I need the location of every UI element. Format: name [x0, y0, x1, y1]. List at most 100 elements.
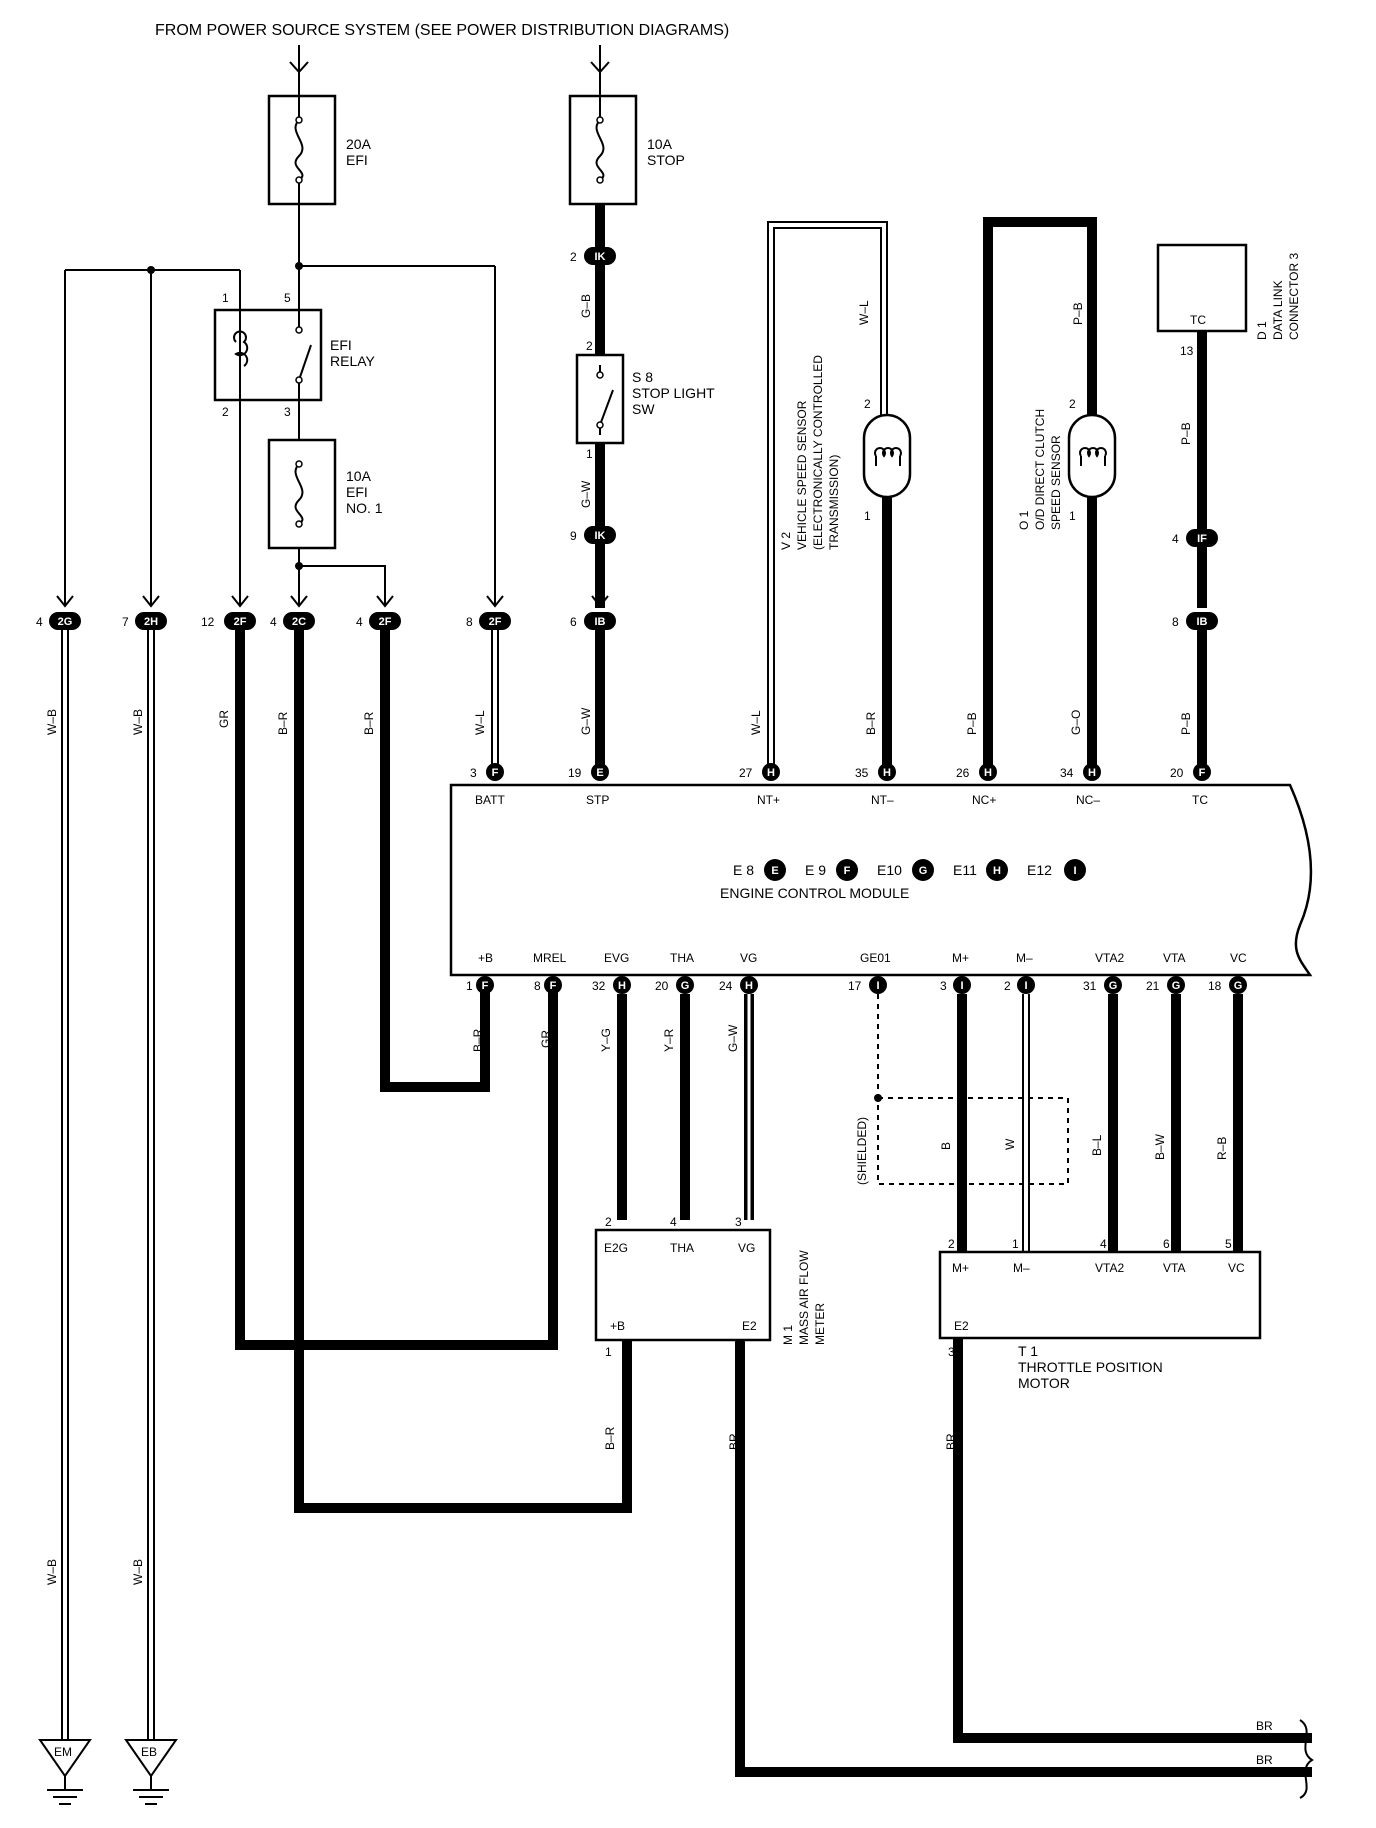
svg-text:E2G: E2G [604, 1241, 628, 1255]
svg-text:DATA LINK: DATA LINK [1271, 280, 1285, 340]
ecm-pin-stp: E 19 STP [568, 763, 609, 807]
svg-text:21: 21 [1146, 979, 1160, 993]
svg-text:P–B: P–B [1071, 302, 1085, 325]
svg-text:3: 3 [940, 979, 947, 993]
svg-text:IB: IB [1197, 616, 1208, 628]
svg-text:F: F [844, 865, 851, 877]
ecm-connector-legend: E 8 E E 9 F E10 G E11 H E12 I [733, 859, 1086, 881]
connector-2c: 2C 4 [270, 595, 315, 630]
svg-text:NT+: NT+ [757, 793, 780, 807]
svg-text:8: 8 [466, 615, 473, 629]
svg-text:W–L: W–L [857, 300, 871, 325]
svg-text:2F: 2F [489, 616, 502, 628]
svg-text:2: 2 [605, 1215, 612, 1229]
svg-text:GR: GR [217, 710, 231, 728]
svg-text:VTA: VTA [1163, 1261, 1185, 1275]
svg-text:M+: M+ [952, 951, 969, 965]
svg-text:W–L: W–L [473, 710, 487, 735]
ecm-pin-nt-minus: H 35 NT– [855, 763, 896, 807]
svg-text:3: 3 [470, 766, 477, 780]
svg-text:EVG: EVG [604, 951, 629, 965]
junction-if-tc: IF 4 [1172, 529, 1218, 547]
svg-text:W–B: W–B [131, 1559, 145, 1585]
mass-air-flow-meter: 2 4 3 E2G THA VG +B E2 1 5 M 1 MASS AIR … [594, 1215, 827, 1359]
svg-text:VG: VG [738, 1241, 755, 1255]
svg-text:W–B: W–B [45, 709, 59, 735]
svg-text:4: 4 [1100, 1237, 1107, 1251]
relay-name-2: RELAY [330, 353, 376, 369]
svg-text:VEHICLE SPEED SENSOR: VEHICLE SPEED SENSOR [795, 400, 809, 550]
svg-text:2H: 2H [144, 616, 158, 628]
svg-text:VTA: VTA [1163, 951, 1185, 965]
svg-text:H: H [1088, 767, 1096, 779]
fuse-10a-stop-rating: 10A [647, 136, 673, 152]
svg-text:F: F [550, 980, 557, 992]
svg-text:8: 8 [1172, 615, 1179, 629]
svg-text:8: 8 [534, 979, 541, 993]
svg-text:TC: TC [1192, 793, 1208, 807]
svg-text:3: 3 [284, 405, 291, 419]
junction-ib-stop: IB 6 [570, 595, 616, 630]
svg-text:6: 6 [1163, 1237, 1170, 1251]
ground-eb: EB [124, 1739, 178, 1805]
svg-text:B–R: B–R [603, 1426, 617, 1450]
svg-text:G: G [1172, 980, 1181, 992]
svg-text:BATT: BATT [475, 793, 505, 807]
svg-text:I: I [1024, 980, 1027, 992]
connector-2h: 2H 7 [122, 595, 167, 630]
ecm-pin-evg: EVG H 32 [592, 951, 631, 994]
svg-text:NO. 1: NO. 1 [346, 500, 383, 516]
svg-text:METER: METER [813, 1303, 827, 1345]
fuse-20a-efi: 20A EFI [267, 94, 372, 206]
ecm-pin-m-minus: M– I 2 [1004, 951, 1035, 994]
svg-text:MREL: MREL [533, 951, 567, 965]
svg-text:E11: E11 [953, 862, 977, 878]
svg-text:B–R: B–R [864, 711, 878, 735]
fuse-10a-stop-name: STOP [647, 152, 685, 168]
svg-text:B–L: B–L [1090, 1134, 1104, 1156]
svg-text:B–R: B–R [276, 711, 290, 735]
ecm-pin-m-plus: M+ I 3 [940, 951, 971, 994]
svg-text:(SHIELDED): (SHIELDED) [855, 1117, 869, 1185]
svg-text:3: 3 [735, 1215, 742, 1229]
svg-text:NC–: NC– [1076, 793, 1100, 807]
ecm-pin-nt-plus: H 27 NT+ [739, 763, 780, 807]
ecm-pin-ge01: GE01 I 17 [848, 951, 891, 994]
svg-text:F: F [492, 767, 499, 779]
svg-text:VTA2: VTA2 [1095, 951, 1124, 965]
ecm-name: ENGINE CONTROL MODULE [720, 885, 909, 901]
fuse-10a-stop: 10A STOP [568, 94, 685, 206]
ecm-pin-vta2: VTA2 G 31 [1083, 951, 1124, 994]
svg-text:Y–R: Y–R [662, 1028, 676, 1052]
svg-text:F: F [1199, 767, 1206, 779]
svg-text:1: 1 [466, 979, 473, 993]
svg-text:4: 4 [36, 615, 43, 629]
svg-text:D 1: D 1 [1255, 321, 1269, 340]
svg-text:17: 17 [848, 979, 862, 993]
svg-text:27: 27 [739, 766, 753, 780]
svg-text:20: 20 [655, 979, 669, 993]
svg-text:W–L: W–L [749, 710, 763, 735]
svg-text:12: 12 [201, 615, 215, 629]
ecm-pin-tha: THA G 20 [655, 951, 694, 994]
svg-text:6: 6 [570, 615, 577, 629]
svg-text:P–B: P–B [965, 712, 979, 735]
ground-em: EM [38, 1739, 92, 1805]
svg-text:THA: THA [670, 951, 694, 965]
svg-text:TRANSMISSION): TRANSMISSION) [827, 455, 841, 550]
throttle-position-motor: 2 1 4 6 5 M+ M– VTA2 VTA VC E2 3 T 1 THR… [938, 1237, 1262, 1391]
svg-text:2G: 2G [58, 616, 73, 628]
svg-text:MOTOR: MOTOR [1018, 1375, 1070, 1391]
svg-text:1: 1 [586, 447, 593, 461]
svg-text:G–W: G–W [726, 1024, 740, 1052]
svg-text:BR: BR [944, 1433, 958, 1450]
svg-text:B–W: B–W [1153, 1133, 1167, 1160]
svg-text:1: 1 [864, 509, 871, 523]
svg-text:E: E [596, 767, 603, 779]
svg-text:31: 31 [1083, 979, 1097, 993]
svg-text:H: H [745, 980, 753, 992]
svg-text:IK: IK [595, 251, 606, 263]
svg-text:EFI: EFI [346, 484, 368, 500]
svg-text:24: 24 [719, 979, 733, 993]
svg-text:1: 1 [1012, 1237, 1019, 1251]
